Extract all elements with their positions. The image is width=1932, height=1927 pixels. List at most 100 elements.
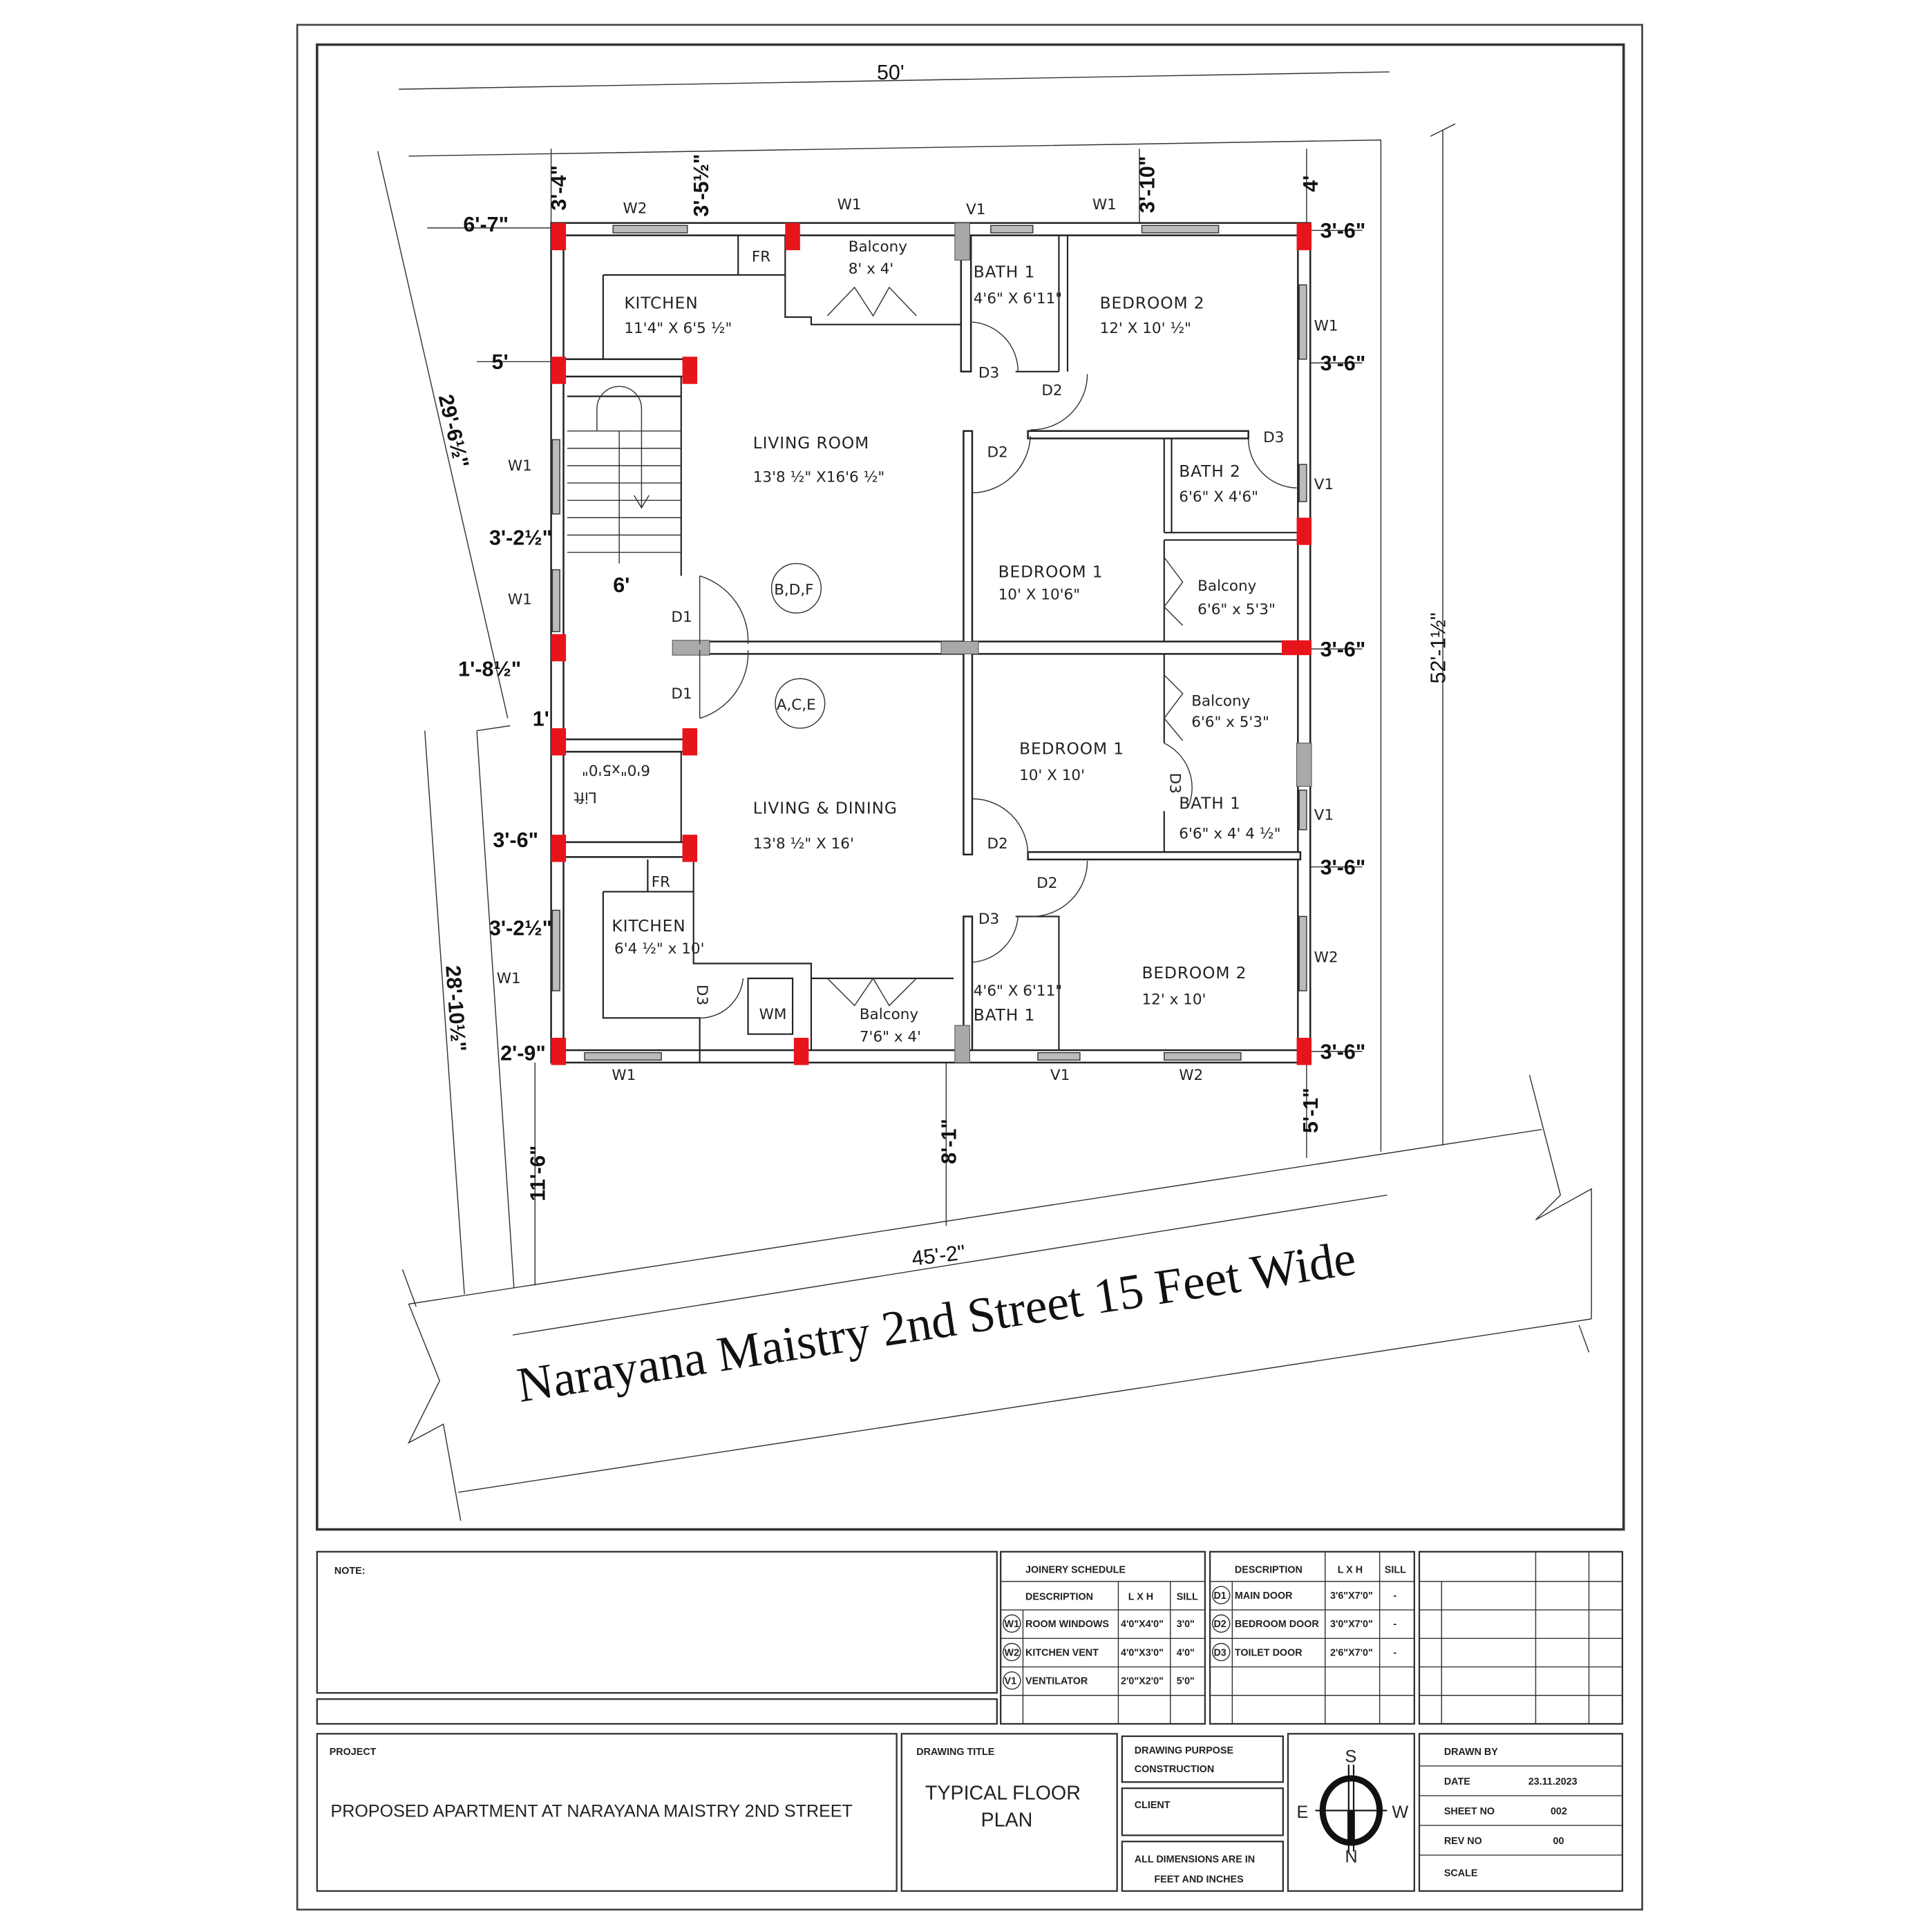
door-tag: D2 (987, 835, 1007, 853)
header-lxh: L X H (1338, 1564, 1363, 1575)
dim-bottom-front: 45'-2" (911, 1241, 967, 1271)
compass: S N E W (1287, 1733, 1415, 1892)
scale-label: SCALE (1444, 1868, 1478, 1879)
dim-top-offset: 3'-10" (1135, 156, 1159, 213)
window-tag: V1 (966, 201, 985, 218)
drawn-by-label: DRAWN BY (1444, 1747, 1498, 1758)
fridge-label: FR (752, 248, 770, 265)
door-sill: - (1393, 1619, 1396, 1630)
building-walls (550, 222, 1311, 1064)
room-size: 11'4" X 6'5 ½" (624, 320, 732, 337)
room-size: 10' X 10'6" (998, 587, 1081, 604)
window-tag: V1 (1314, 476, 1334, 493)
lift-label: Lift (574, 788, 597, 806)
window-tag: W1 (508, 457, 532, 475)
header-sill: SILL (1177, 1592, 1198, 1603)
window-tag: V1 (1005, 1676, 1017, 1687)
dim-left-offset: 3'-2½" (489, 916, 552, 940)
plot-boundary (377, 123, 1456, 1295)
header-description: DESCRIPTION (1025, 1592, 1093, 1603)
dim-right-height: 52'-1½" (1427, 612, 1450, 683)
window-tag: W1 (497, 970, 521, 987)
opening-tags: W2 W1 V1 W1 W1 V1 W1 W1 V1 W2 W1 W1 V1 W… (497, 196, 1338, 1084)
door-tag: D1 (1213, 1591, 1226, 1602)
room-size: 12' x 10' (1142, 991, 1206, 1009)
window-description: ROOM WINDOWS (1025, 1619, 1109, 1630)
window-tag: W1 (1314, 318, 1338, 335)
door-swings (699, 286, 1297, 1019)
dim-right-offset: 3'-6" (1320, 638, 1366, 661)
door-tag: D2 (1036, 875, 1057, 892)
units-note: FEET AND INCHES (1154, 1874, 1243, 1885)
room-size: 10' X 10' (1019, 767, 1085, 784)
outer-border (296, 23, 1643, 1911)
washing-machine-label: WM (759, 1006, 787, 1023)
room-name: BATH 1 (974, 1006, 1035, 1025)
window-tag: W2 (1314, 949, 1338, 967)
window-tag: V1 (1314, 807, 1334, 824)
units-note: ALL DIMENSIONS ARE IN (1135, 1854, 1255, 1866)
room-size: 13'8 ½" X16'6 ½" (753, 468, 885, 486)
sheet-label: SHEET NO (1444, 1806, 1495, 1817)
window-tag: W2 (1179, 1067, 1203, 1084)
rev-value: 00 (1553, 1836, 1564, 1847)
door-tag: D3 (1213, 1647, 1226, 1658)
door-tag: D2 (987, 444, 1007, 461)
room-size: 6'6" x 5'3" (1191, 714, 1269, 731)
room-size: 6'6" x 5'3" (1197, 601, 1276, 618)
dim-top-offset: 3'-4" (547, 165, 571, 211)
fridge-label: FR (652, 873, 670, 891)
street-band: Narayana Maistry 2nd Street 15 Feet Wide (401, 1074, 1592, 1521)
room-size: 13'8 ½" X 16' (753, 835, 854, 853)
door-tag: D2 (1213, 1619, 1226, 1630)
dim-left-offset: 1'-8½" (458, 658, 521, 681)
room-name: BEDROOM 1 (1019, 740, 1124, 759)
joinery-title: JOINERY SCHEDULE (1025, 1564, 1126, 1575)
room-name: Balcony (860, 1006, 918, 1023)
dim-right-offset: 3'-6" (1320, 855, 1366, 879)
room-name: BATH 2 (1179, 462, 1240, 481)
header-sill: SILL (1385, 1564, 1406, 1575)
compass-e: E (1297, 1803, 1309, 1822)
room-size: 4'6" X 6'11" (974, 290, 1062, 307)
room-name: BEDROOM 1 (998, 562, 1104, 581)
room-name: Balcony (849, 238, 907, 256)
room-labels: KITCHEN 11'4" X 6'5 ½" Balcony 8' x 4' B… (612, 238, 1280, 1045)
dim-left-lower: 28'-10½" (441, 965, 471, 1052)
window-sill: 4'0" (1177, 1647, 1195, 1658)
door-lxh: 3'6"X7'0" (1330, 1591, 1373, 1602)
door-tag: D3 (693, 985, 710, 1005)
room-size: 12' X 10' ½" (1100, 320, 1192, 337)
door-description: BEDROOM DOOR (1235, 1619, 1319, 1630)
dim-left-offset: 1' (533, 707, 549, 730)
door-tag: D3 (1166, 772, 1184, 793)
dim-left-offset: 6'-7" (463, 213, 509, 236)
drawing-title: TYPICAL FLOOR (925, 1782, 1081, 1804)
door-lxh: 2'6"X7'0" (1330, 1647, 1373, 1658)
date-value: 23.11.2023 (1528, 1776, 1578, 1787)
door-tag: D3 (978, 911, 999, 928)
purpose-value: CONSTRUCTION (1135, 1764, 1214, 1775)
window-tag: W2 (623, 200, 647, 217)
room-name: KITCHEN (624, 294, 698, 312)
window-tag: W1 (508, 591, 532, 609)
joinery-schedule-windows: JOINERY SCHEDULE DESCRIPTION L X H SILL … (1000, 1550, 1206, 1725)
window-sill: 3'0" (1177, 1619, 1195, 1630)
room-size: 8' x 4' (849, 260, 894, 278)
window-tag: W1 (1092, 196, 1117, 213)
room-name: Balcony (1197, 578, 1256, 595)
header-lxh: L X H (1128, 1592, 1153, 1603)
dim-right-offset: 3'-6" (1320, 352, 1366, 375)
window-tag: V1 (1050, 1067, 1070, 1084)
header-description: DESCRIPTION (1235, 1564, 1303, 1575)
flat-marker (770, 562, 822, 614)
room-name: BEDROOM 2 (1100, 294, 1205, 312)
door-description: TOILET DOOR (1235, 1647, 1303, 1658)
joinery-schedule-doors: DESCRIPTION L X H SILL D1 MAIN DOOR 3'6"… (1209, 1550, 1415, 1725)
room-name: LIVING & DINING (753, 799, 898, 818)
compass-n: N (1345, 1848, 1357, 1867)
dim-left-offset: 2'-9" (500, 1041, 546, 1065)
window-lxh: 4'0"X4'0" (1121, 1619, 1164, 1630)
door-tag: D1 (671, 609, 692, 626)
